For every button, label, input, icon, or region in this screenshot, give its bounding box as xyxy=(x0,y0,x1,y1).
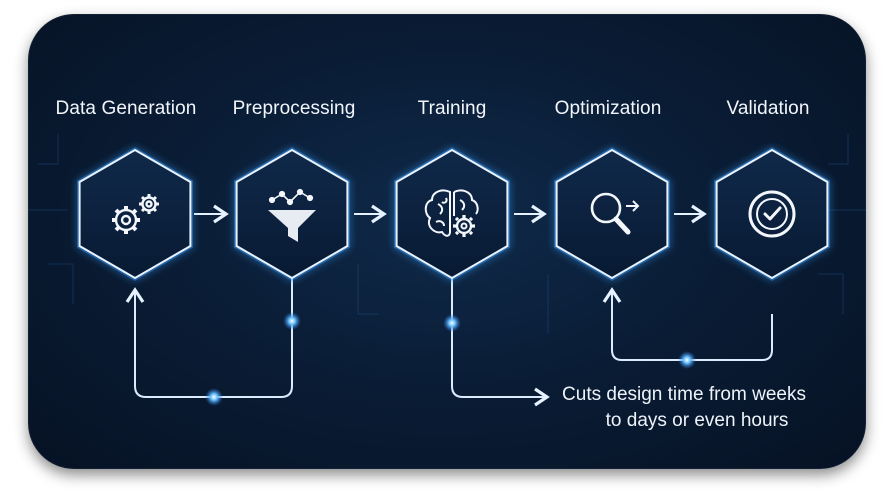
hex-training xyxy=(395,148,509,280)
glow-dots xyxy=(205,312,696,406)
background-circuit xyxy=(28,134,866,334)
stage-label-optimization: Optimization xyxy=(554,98,662,119)
check-circle-icon xyxy=(748,190,796,238)
hex-validation xyxy=(715,148,829,280)
caption-line-2: to days or even hours xyxy=(605,410,789,431)
stage-label-preprocessing: Preprocessing xyxy=(232,98,356,119)
stage-label-data-generation: Data Generation xyxy=(55,98,197,119)
caption: Cuts design time from weeks to days or e… xyxy=(534,382,834,434)
stage-label-validation: Validation xyxy=(726,98,810,119)
diagram-panel: Data Generation Preprocessing Training O… xyxy=(28,14,866,469)
magnifier-arrow-icon xyxy=(590,192,640,235)
funnel-icon xyxy=(268,188,316,242)
hex-optimization xyxy=(555,148,669,280)
caption-line-1: Cuts design time from weeks xyxy=(562,384,806,405)
feedback-loop-preprocessing-to-data xyxy=(125,276,293,398)
gears-icon xyxy=(112,194,159,234)
feedback-loop-validation-to-optimization xyxy=(602,287,773,361)
caption-arrow-from-training xyxy=(451,276,550,407)
brain-gear-icon xyxy=(424,189,479,237)
stage-label-training: Training xyxy=(417,98,487,119)
diagram-canvas xyxy=(28,134,866,407)
